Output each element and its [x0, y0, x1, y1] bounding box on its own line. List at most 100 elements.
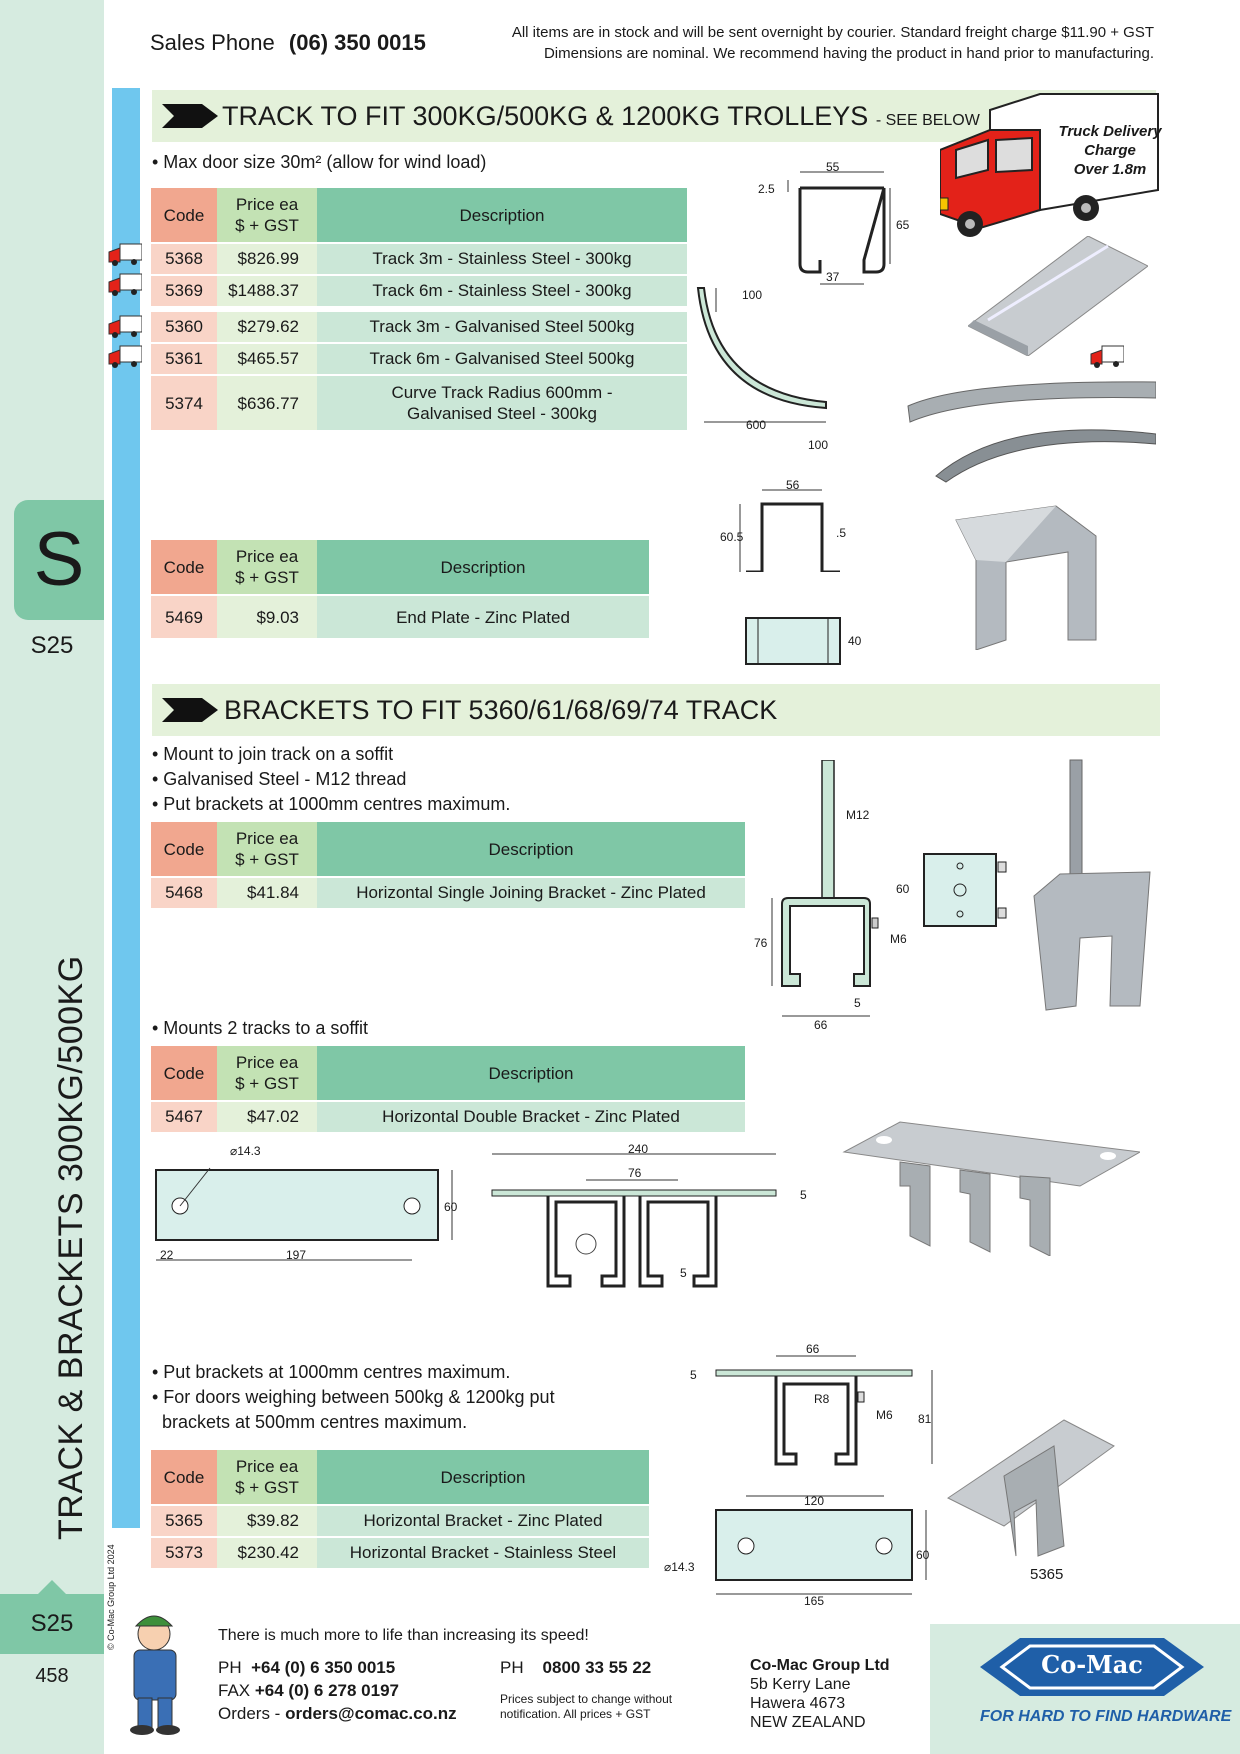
- price-cell: $1488.37: [217, 276, 317, 306]
- truck-icon: [108, 315, 142, 338]
- sales-phone-number[interactable]: (06) 350 0015: [288, 30, 426, 55]
- col-code: Code: [151, 1450, 217, 1504]
- code-cell: 5368: [151, 244, 217, 274]
- bullet: • For doors weighing between 500kg & 120…: [152, 1387, 555, 1407]
- end-plate-photo: [955, 505, 1097, 650]
- bullet: • Galvanised Steel - M12 thread: [152, 769, 407, 789]
- dim-horiz-r: R8: [814, 1392, 830, 1406]
- price-cell: $279.62: [217, 312, 317, 342]
- dim-horiz-w: 66: [806, 1342, 820, 1356]
- code-cell: 5467: [151, 1102, 217, 1132]
- dim-plate-base: 40: [848, 634, 862, 648]
- bullet: • Put brackets at 1000mm centres maximum…: [152, 794, 511, 814]
- dim-track-height: 65: [896, 218, 910, 232]
- dim-horiz-len: 120: [804, 1494, 825, 1508]
- mascot-icon: [130, 1615, 180, 1735]
- dim-m12: M12: [846, 808, 870, 822]
- table-row[interactable]: 5368 $826.99 Track 3m - Stainless Steel …: [151, 244, 687, 274]
- fax-number: +64 (0) 6 278 0197: [254, 1681, 400, 1700]
- address-line: Hawera 4673: [750, 1695, 846, 1712]
- col-code: Code: [151, 188, 217, 242]
- bullet: • Mount to join track on a soffit: [152, 744, 394, 764]
- page-number: 458: [35, 1665, 69, 1687]
- section-letter: S: [33, 517, 85, 602]
- company-name: Co-Mac Group Ltd: [750, 1657, 890, 1674]
- dim-single-h: 76: [754, 936, 768, 950]
- single-bracket-side-drawing: [923, 853, 1007, 927]
- desc-cell: Track 6m - Stainless Steel - 300kg: [317, 276, 687, 306]
- end-plate-table: Code Price ea$ + GST Description 5469 $9…: [151, 538, 649, 640]
- code-cell: 5469: [151, 596, 217, 638]
- table-row[interactable]: 5373 $230.42 Horizontal Bracket - Stainl…: [151, 1538, 649, 1568]
- section-title: TRACK TO FIT 300KG/500KG & 1200KG TROLLE…: [222, 90, 980, 147]
- code-cell: 5468: [151, 878, 217, 908]
- freephone-number[interactable]: 0800 33 55 22: [542, 1658, 652, 1677]
- phone-number[interactable]: +64 (0) 6 350 0015: [251, 1658, 396, 1677]
- desc-cell: Track 3m - Stainless Steel - 300kg: [317, 244, 687, 274]
- table-row[interactable]: 5468 $41.84 Horizontal Single Joining Br…: [151, 878, 745, 908]
- company-address: Co-Mac Group Ltd 5b Kerry Lane Hawera 46…: [750, 1656, 890, 1732]
- notice-line: notification. All prices + GST: [500, 1707, 651, 1721]
- truck-icon: [108, 273, 142, 296]
- bullet-double: • Mounts 2 tracks to a soffit: [152, 1018, 369, 1038]
- col-description: Description: [317, 188, 687, 242]
- horizontal-bracket-photo: [947, 1419, 1115, 1557]
- table-row[interactable]: 5467 $47.02 Horizontal Double Bracket - …: [151, 1102, 745, 1132]
- code-cell: 5365: [151, 1506, 217, 1536]
- code-cell: 5360: [151, 312, 217, 342]
- desc-cell: Horizontal Bracket - Stainless Steel: [317, 1538, 649, 1568]
- truck-icon: [108, 243, 142, 266]
- dim-horiz-h: 81: [918, 1412, 932, 1426]
- section-title-suffix: - SEE BELOW: [875, 112, 980, 129]
- col-description: Description: [317, 822, 745, 876]
- table-row[interactable]: 5360 $279.62 Track 3m - Galvanised Steel…: [151, 312, 687, 342]
- logo-diamond-icon[interactable]: [980, 1634, 1204, 1700]
- col-code: Code: [151, 540, 217, 594]
- desc-cell: Horizontal Single Joining Bracket - Zinc…: [317, 878, 745, 908]
- orders-email-link[interactable]: orders@comac.co.nz: [285, 1704, 457, 1723]
- desc-cell: Curve Track Radius 600mm -Galvanised Ste…: [317, 376, 687, 430]
- dimension-note: Dimensions are nominal. We recommend hav…: [543, 45, 1154, 62]
- price-cell: $636.77: [217, 376, 317, 430]
- dim-m6: M6: [890, 932, 907, 946]
- dim-track-lip: 2.5: [758, 182, 775, 196]
- freephone-label: PH: [500, 1658, 524, 1677]
- double-plate-drawing: [155, 1167, 453, 1261]
- code-cell: 5373: [151, 1538, 217, 1568]
- section-bar: [112, 88, 140, 1528]
- dim-plate-h: 60.5: [720, 530, 744, 544]
- bullet: • Put brackets at 1000mm centres maximum…: [152, 1362, 511, 1382]
- col-price: Price ea$ + GST: [217, 1450, 317, 1504]
- truck-label-line1: Truck Delivery: [1058, 123, 1162, 140]
- curve-track-drawing: [696, 287, 827, 423]
- track-table-stainless: Code Price ea$ + GST Description 5368 $8…: [151, 186, 687, 308]
- code-cell: 5369: [151, 276, 217, 306]
- bottom-tab[interactable]: [0, 1594, 104, 1654]
- footer-slogan: There is much more to life than increasi…: [218, 1627, 589, 1644]
- code-cell: 5361: [151, 344, 217, 374]
- section-title-text: TRACK TO FIT 300KG/500KG & 1200KG TROLLE…: [222, 101, 869, 131]
- track-profile-drawing: [787, 171, 891, 285]
- table-row[interactable]: 5469 $9.03 End Plate - Zinc Plated: [151, 596, 649, 638]
- desc-cell: Track 3m - Galvanised Steel 500kg: [317, 312, 687, 342]
- col-code: Code: [151, 1046, 217, 1100]
- table-row[interactable]: 5374 $636.77 Curve Track Radius 600mm -G…: [151, 376, 687, 430]
- table-row[interactable]: 5365 $39.82 Horizontal Bracket - Zinc Pl…: [151, 1506, 649, 1536]
- double-bracket-drawing: [491, 1153, 777, 1288]
- table-row[interactable]: 5369 $1488.37 Track 6m - Stainless Steel…: [151, 276, 687, 306]
- table-row[interactable]: 5361 $465.57 Track 6m - Galvanised Steel…: [151, 344, 687, 374]
- side-strip: [0, 0, 104, 1754]
- logo-tagline: FOR HARD TO FIND HARDWARE: [980, 1708, 1232, 1725]
- price-notice: Prices subject to change without notific…: [500, 1692, 720, 1722]
- dim-track-gap: 37: [826, 270, 840, 284]
- col-price: Price ea$ + GST: [217, 188, 317, 242]
- arrow-right-icon: [162, 698, 218, 722]
- track-table-galvanised: 5360 $279.62 Track 3m - Galvanised Steel…: [151, 310, 687, 432]
- section-tab[interactable]: [14, 500, 104, 620]
- footer-freephone: PH 0800 33 55 22: [500, 1656, 651, 1679]
- col-description: Description: [317, 540, 649, 594]
- dim-horiz-t: 5: [690, 1368, 697, 1382]
- price-cell: $230.42: [217, 1538, 317, 1568]
- dim-curve-w: 600: [746, 418, 767, 432]
- dim-single-side: 60: [896, 882, 910, 896]
